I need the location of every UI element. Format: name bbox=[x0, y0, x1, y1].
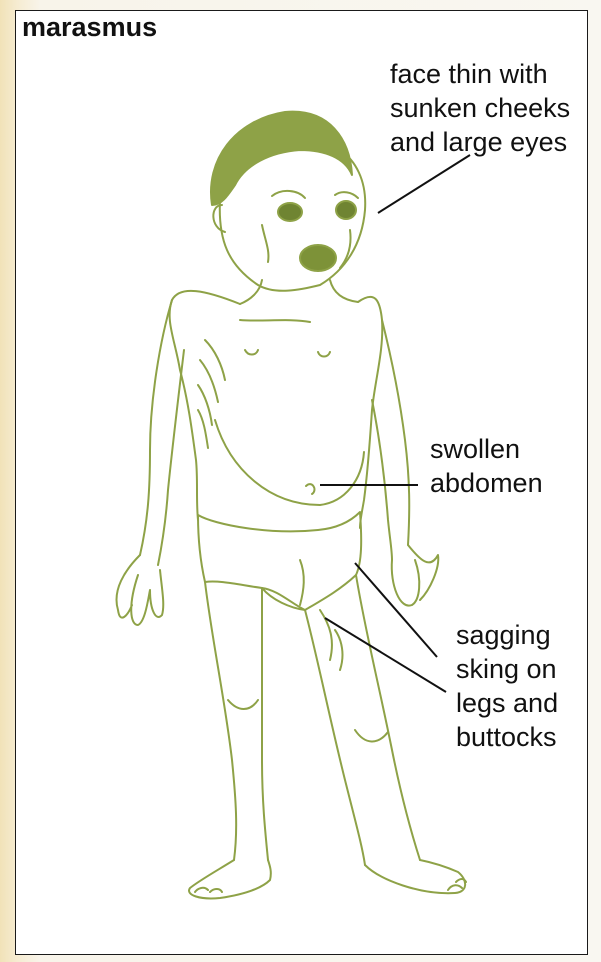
left-brow bbox=[272, 191, 305, 198]
left-leg-inner bbox=[262, 588, 268, 860]
right-thigh-sag bbox=[320, 610, 342, 670]
face-label-line-2: sunken cheeks bbox=[390, 91, 570, 125]
right-arm-inner bbox=[372, 400, 392, 560]
diaper bbox=[198, 512, 361, 610]
right-leg-inner bbox=[305, 610, 365, 865]
right-hand bbox=[392, 545, 439, 606]
left-knee bbox=[228, 700, 258, 709]
chest bbox=[240, 320, 330, 357]
left-arm bbox=[140, 300, 172, 555]
legs-label-line-2: sking on bbox=[456, 652, 558, 686]
legs-label-line-1: sagging bbox=[456, 618, 558, 652]
left-eye bbox=[278, 203, 302, 221]
diaper-fold bbox=[262, 560, 305, 610]
legs-label-line-4: buttocks bbox=[456, 720, 558, 754]
left-foot bbox=[189, 860, 271, 898]
right-brow bbox=[335, 192, 358, 198]
mouth bbox=[300, 245, 336, 271]
right-arm bbox=[382, 320, 409, 545]
face-label-line-3: and large eyes bbox=[390, 125, 570, 159]
abdomen-label-line-1: swollen bbox=[430, 432, 543, 466]
belly bbox=[215, 420, 364, 505]
face-pointer bbox=[378, 155, 470, 213]
right-knee bbox=[355, 730, 388, 742]
left-arm-inner bbox=[158, 350, 184, 565]
left-toes bbox=[195, 888, 222, 892]
torso-right bbox=[358, 297, 382, 528]
left-leg-outer bbox=[205, 582, 236, 860]
right-eye bbox=[336, 201, 356, 219]
left-hand bbox=[117, 555, 164, 625]
face-label-line-1: face thin with bbox=[390, 57, 570, 91]
navel bbox=[306, 484, 314, 494]
abdomen-label: swollen abdomen bbox=[430, 432, 543, 500]
ribs bbox=[198, 340, 225, 448]
right-leg-outer bbox=[356, 575, 420, 860]
abdomen-label-line-2: abdomen bbox=[430, 466, 543, 500]
legs-label-line-3: legs and bbox=[456, 686, 558, 720]
torso-left bbox=[170, 291, 240, 520]
face-label: face thin with sunken cheeks and large e… bbox=[390, 57, 570, 159]
legs-label: sagging sking on legs and buttocks bbox=[456, 618, 558, 754]
